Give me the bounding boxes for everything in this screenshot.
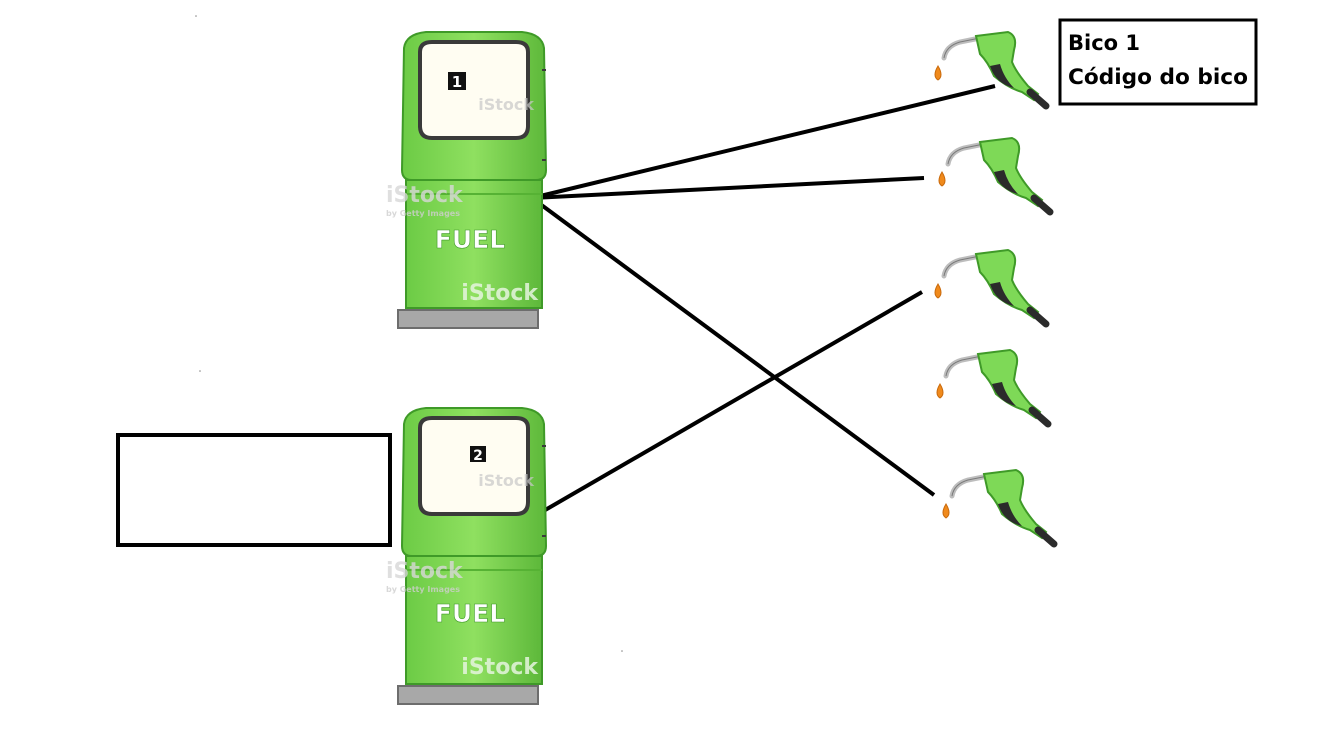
- watermark-credit: by Getty Images: [386, 209, 460, 218]
- pump-number-badge: [448, 72, 466, 90]
- pump-fuel-label: FUEL: [435, 599, 505, 628]
- speck: [621, 650, 623, 652]
- pump-number-badge: [470, 446, 486, 462]
- watermark-brand: iStock: [386, 559, 464, 584]
- nozzle-info-title: Bico 1: [1068, 31, 1140, 55]
- fuel-nozzle-2: [939, 138, 1050, 212]
- watermark-brand: iStock: [461, 655, 539, 680]
- empty-label-box: [116, 433, 392, 547]
- fuel-nozzle-4: [937, 350, 1048, 424]
- watermark-credit: by Getty Images: [386, 585, 460, 594]
- pump-number: 1: [452, 73, 462, 91]
- watermark-brand: iStock: [461, 281, 539, 306]
- connection-lines: [530, 84, 996, 515]
- pump-fuel-label: FUEL: [435, 225, 505, 254]
- nozzle-info-code: Código do bico: [1068, 65, 1248, 89]
- pump-number: 2: [473, 448, 483, 464]
- watermark-brand: iStock: [478, 95, 534, 114]
- line-pump1-nozzle5: [530, 196, 936, 497]
- line-pump2-nozzle3: [538, 290, 924, 515]
- speck: [199, 370, 201, 372]
- speck: [195, 15, 197, 17]
- watermark-brand: iStock: [386, 183, 464, 208]
- nozzle-info-box: Bico 1 Código do bico: [1058, 18, 1258, 106]
- line-pump1-nozzle2: [531, 176, 925, 200]
- fuel-nozzle-5: [943, 470, 1054, 544]
- watermark-brand: iStock: [478, 471, 534, 490]
- fuel-pump-1: 1 iStock iStock by Getty Images FUEL iSt…: [386, 30, 548, 330]
- fuel-pump-2: 2 iStock iStock by Getty Images FUEL iSt…: [386, 406, 548, 706]
- fuel-nozzle-3: [935, 250, 1046, 324]
- line-pump1-nozzle1: [531, 84, 996, 200]
